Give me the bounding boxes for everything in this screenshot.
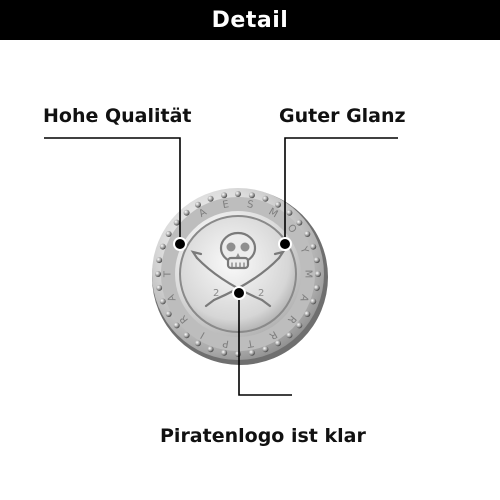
coin-bead xyxy=(296,322,303,329)
coin-bead xyxy=(286,209,293,216)
coin-bead xyxy=(156,257,163,264)
coin-bead xyxy=(304,231,311,237)
coin-bead xyxy=(221,192,228,199)
coin-rim-letter: R xyxy=(267,328,279,341)
coin-bead xyxy=(262,346,269,353)
callout-lines xyxy=(44,137,398,396)
coin-bead xyxy=(207,195,214,202)
coin-small-number-right: 2 xyxy=(258,288,264,299)
coin-rim-letter: S xyxy=(246,199,254,211)
coin-bead xyxy=(248,192,255,199)
coin-bead-ring xyxy=(155,191,321,357)
coin-bead xyxy=(159,243,166,250)
coin-bead xyxy=(315,271,321,277)
coin-rim-letter: A xyxy=(166,293,179,303)
callout-label-logo: Piratenlogo ist klar xyxy=(160,425,366,447)
coin-rim-letter: T xyxy=(163,270,174,278)
detail-header: Detail xyxy=(0,0,500,40)
coin-bead xyxy=(165,311,172,317)
coin-small-number-left: 2 xyxy=(213,288,219,299)
callout-line-quality xyxy=(44,137,181,243)
callout-line-gloss xyxy=(284,137,398,243)
callout-line-logo xyxy=(238,293,292,396)
coin-rim-band xyxy=(161,197,315,351)
coin-bead xyxy=(235,191,241,197)
coin-bead xyxy=(310,243,317,250)
callout-markers xyxy=(173,237,292,300)
coin-bead xyxy=(310,298,317,305)
coin-bead xyxy=(183,332,190,339)
coin-bead xyxy=(313,284,320,291)
coin-bead xyxy=(275,340,281,347)
coin-bead xyxy=(195,201,201,208)
coin-rim-letter: I xyxy=(199,329,207,340)
coin-rim-letter: A xyxy=(297,293,310,303)
marker-logo xyxy=(232,286,246,300)
coin-rim-letter: E xyxy=(222,199,230,211)
callout-label-quality: Hohe Qualität xyxy=(43,105,192,127)
coin-bead xyxy=(286,332,293,339)
coin-bead xyxy=(156,284,163,291)
pirate-skull-icon xyxy=(190,231,286,308)
coin-bead xyxy=(173,322,180,329)
callout-label-gloss: Guter Glanz xyxy=(279,105,406,127)
marker-gloss xyxy=(278,237,292,251)
coin-bead xyxy=(235,351,241,357)
coin-bead xyxy=(155,271,161,277)
coin-rim-letter: P xyxy=(222,337,230,349)
coin-bead xyxy=(207,346,214,353)
coin-bead xyxy=(195,340,201,347)
marker-quality xyxy=(173,237,187,251)
coin-bead xyxy=(248,349,255,356)
coin-bead xyxy=(159,298,166,305)
coin-rim-letter: T xyxy=(245,337,255,349)
coin-bead xyxy=(221,349,228,356)
coin-rim-letter: M xyxy=(303,270,314,279)
coin-bead xyxy=(173,219,180,226)
coin-rim-letter: Y xyxy=(297,244,310,255)
coin-bead xyxy=(165,231,172,237)
coin-bead xyxy=(304,311,311,317)
coin-bead xyxy=(275,201,281,208)
coin-bead xyxy=(183,209,190,216)
coin-bead xyxy=(262,195,269,202)
header-title: Detail xyxy=(211,7,289,33)
coin-bead xyxy=(296,219,303,226)
coin-rim-letter: A xyxy=(197,207,209,220)
coin-bead xyxy=(313,257,320,264)
